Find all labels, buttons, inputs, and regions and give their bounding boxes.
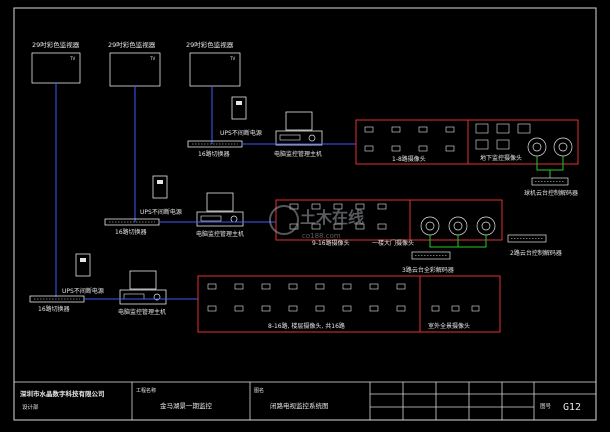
drawing-name: 闭路电视监控系统图: [270, 401, 329, 410]
group-label: 1-8路摄像头: [392, 155, 426, 163]
switch-label: 16路切换器: [198, 150, 230, 158]
host-mid: 电脑监控管理主机: [196, 192, 244, 238]
dome-label: 地下监控摄像头: [480, 154, 522, 162]
dome-label: 3路云台全彩解码器: [402, 266, 454, 274]
monitor-feed-lines: [55, 83, 213, 297]
camera-group-1: 1-8路摄像头 地下监控摄像头 球机云台控制解码器: [355, 119, 579, 197]
watermark-en: co188.com: [302, 232, 341, 240]
group-label: 8-16路, 楼层摄像头, 共16路: [268, 322, 345, 330]
sheet-label: 图号: [540, 402, 552, 410]
monitor-tag: TV: [149, 56, 155, 61]
ups-label: UPS不间断电源: [140, 208, 182, 216]
project-name: 金马湖景一期监控: [160, 401, 213, 410]
monitor-label: 29吋彩色监视器: [108, 40, 156, 49]
group-label: 9-16路摄像头: [312, 239, 350, 247]
sheet-number: G12: [563, 402, 581, 413]
host-top: 电脑监控管理主机: [274, 111, 323, 158]
switch-label: 16路切换器: [115, 228, 147, 236]
ups-label: UPS不间断电源: [62, 287, 104, 295]
ups-label: UPS不间断电源: [220, 129, 262, 137]
sub-label: 一楼大门摄像头: [372, 239, 414, 247]
ctrl-label: 2路云台控制解码器: [510, 249, 562, 257]
ctrl-label: 球机云台控制解码器: [524, 189, 578, 197]
watermark-cn: 土木在线: [300, 208, 364, 227]
host-label: 电脑监控管理主机: [274, 150, 322, 158]
watermark: 土木在线 co188.com: [269, 205, 364, 240]
company-dept: 设计部: [22, 403, 39, 411]
monitor-3: 29吋彩色监视器 TV: [186, 40, 241, 87]
ups-mid: UPS不间断电源: [140, 175, 182, 216]
host-bot: 电脑监控管理主机: [118, 270, 167, 316]
switch-label: 16路切换器: [38, 305, 70, 313]
sub-label: 室外全景摄像头: [428, 322, 470, 330]
host-label: 电脑监控管理主机: [118, 308, 166, 316]
monitor-tag: TV: [69, 56, 75, 61]
ups-top: UPS不间断电源: [220, 96, 262, 137]
company-name: 深圳市水晶数字科技有限公司: [20, 389, 105, 398]
camera-group-3: 8-16路, 楼层摄像头, 共16路 室外全景摄像头: [197, 275, 501, 333]
monitor-label: 29吋彩色监视器: [32, 40, 80, 49]
drawing-label: 图名: [254, 387, 264, 394]
monitor-label: 29吋彩色监视器: [186, 40, 234, 49]
title-block: [13, 381, 597, 421]
project-label: 工程名称: [136, 387, 156, 394]
ups-bot: UPS不间断电源: [62, 253, 104, 295]
host-label: 电脑监控管理主机: [196, 230, 244, 238]
monitor-tag: TV: [229, 56, 235, 61]
